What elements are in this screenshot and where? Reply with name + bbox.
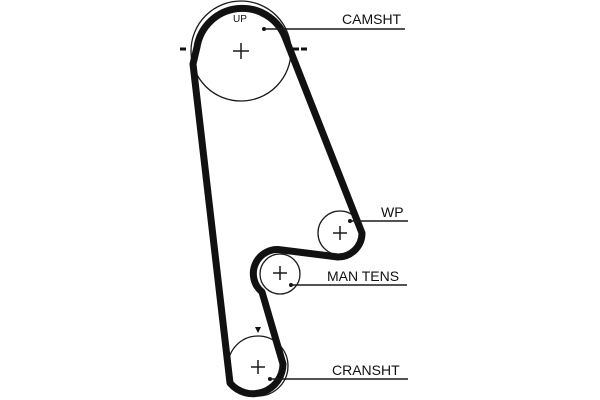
camshaft-label: CAMSHT (342, 11, 402, 27)
tensioner-leader (289, 283, 407, 287)
tensioner-pulley (259, 253, 301, 295)
crankshaft-timing-arrow (255, 327, 261, 333)
tensioner-label: MAN TENS (327, 268, 399, 284)
water-pump-center-mark (333, 226, 347, 240)
timing-belt (189, 4, 366, 398)
camshaft-leader (262, 27, 405, 31)
crankshaft-label: CRANSHT (332, 362, 400, 378)
crankshaft-center-mark (251, 360, 265, 374)
tensioner-center-mark (273, 266, 287, 280)
camshaft-center-mark (233, 43, 249, 59)
water-pump-label: WP (381, 204, 404, 220)
camshaft-up-label: UP (233, 14, 247, 25)
crankshaft-leader (268, 377, 408, 381)
water-pump-leader (348, 219, 408, 223)
